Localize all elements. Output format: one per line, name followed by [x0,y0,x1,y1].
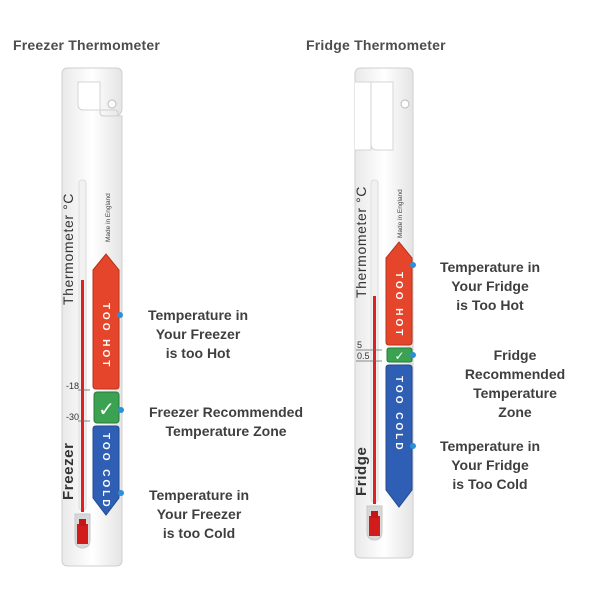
fridge-made-in-text: Made in England [397,189,404,238]
freezer-brand-text: Thermometer °C [60,193,76,305]
freezer-zone-too-hot [92,253,120,390]
freezer-callout-too-cold: Temperature in Your Freezer is too Cold [148,487,250,541]
freezer-zone-too-hot-label: TOO HOT [100,303,111,369]
fridge-type-text: Fridge [353,447,370,496]
fridge-brand-text: Thermometer °C [353,186,369,298]
callout-dot [410,352,416,358]
fridge-thermometer: Thermometer °C Fridge Made in England 5 … [353,67,416,559]
fridge-zone-too-cold [385,364,413,508]
freezer-callout-too-hot: Temperature in Your Freezer is too Hot [147,307,249,361]
fridge-zone-too-cold-label: TOO COLD [393,376,404,453]
freezer-zone-too-cold-label: TOO COLD [100,433,111,510]
freezer-tick-label: -30 [66,412,79,422]
freezer-type-text: Freezer [60,442,77,500]
callout-dot [117,312,123,318]
callout-dot [410,443,416,449]
freezer-heading: Freezer Thermometer [13,37,160,53]
fridge-callout-too-cold: Temperature in Your Fridge is Too Cold [439,438,541,492]
fridge-zone-too-hot [385,241,413,346]
freezer-zone-too-cold [92,425,120,516]
callout-dot [118,490,124,496]
fridge-mercury [373,296,376,504]
callout-dot [118,407,124,413]
fridge-callout-too-hot: Temperature in Your Fridge is Too Hot [439,259,541,313]
fridge-heading: Fridge Thermometer [306,37,446,53]
freezer-zone-recommended [93,391,120,424]
fridge-tick-label: 5 [357,340,362,350]
freezer-made-in-text: Made in England [105,193,112,242]
check-icon: ✓ [394,349,404,363]
fridge-zone-too-hot-label: TOO HOT [393,272,404,338]
freezer-tick-label: -18 [66,381,79,391]
callout-dot [410,262,416,268]
fridge-callout-recommended: Fridge Recommended Temperature Zone [464,347,566,420]
fridge-tick-label: 0.5 [357,351,370,361]
freezer-mercury [81,280,84,512]
check-icon: ✓ [98,399,115,421]
freezer-callout-recommended: Freezer Recommended Temperature Zone [148,404,304,439]
